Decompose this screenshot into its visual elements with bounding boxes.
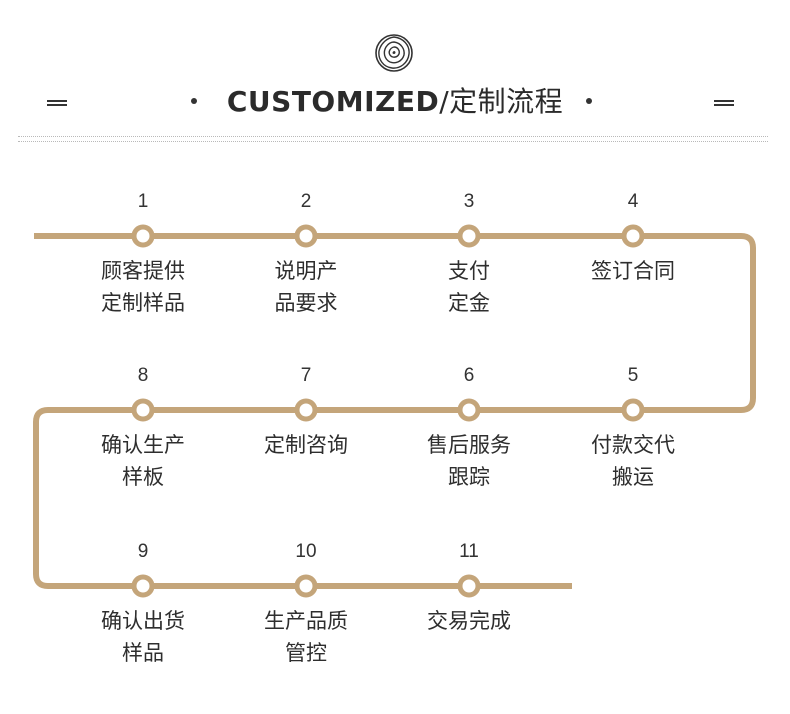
rose-logo-icon [375,34,413,72]
step-label-10: 生产品质 管控 [264,609,348,665]
step-label-8: 确认生产 样板 [101,433,185,489]
step-number-5: 5 [627,365,639,386]
step-number-11: 11 [459,541,479,562]
step-number-8: 8 [137,365,149,386]
step-node-10 [294,574,318,598]
step-label-4: 签订合同 [591,259,675,283]
header-divider [18,136,768,142]
step-node-8 [131,398,155,422]
step-label-1: 顾客提供 定制样品 [101,259,185,315]
step-label-5: 付款交代 搬运 [591,433,675,489]
double-bar-icon [714,100,734,106]
step-node-9 [131,574,155,598]
step-number-10: 10 [295,541,317,562]
step-label-6: 售后服务 跟踪 [427,433,511,489]
step-number-6: 6 [463,365,475,386]
step-number-1: 1 [137,191,149,212]
title-english: CUSTOMIZED [226,85,440,118]
step-number-3: 3 [463,191,475,212]
step-node-11 [457,574,481,598]
step-number-7: 7 [300,365,312,386]
step-node-7 [294,398,318,422]
step-number-2: 2 [300,191,312,212]
step-node-4 [621,224,645,248]
double-bar-icon [47,100,67,106]
step-node-3 [457,224,481,248]
step-label-2: 说明产 品要求 [274,259,338,315]
step-node-5 [621,398,645,422]
step-node-6 [457,398,481,422]
bullet-dot-icon [586,98,592,104]
step-label-3: 支付 定金 [448,259,490,315]
step-node-1 [131,224,155,248]
title-chinese: /定制流程 [439,85,564,118]
step-node-2 [294,224,318,248]
section-header: CUSTOMIZED/定制流程 [0,80,790,124]
step-number-4: 4 [627,191,639,212]
page-title: CUSTOMIZED/定制流程 [0,82,790,122]
bullet-dot-icon [191,98,197,104]
step-number-9: 9 [137,541,149,562]
step-label-9: 确认出货 样品 [101,609,185,665]
track-line [33,233,756,589]
step-label-11: 交易完成 [427,609,511,633]
step-label-7: 定制咨询 [264,433,348,457]
